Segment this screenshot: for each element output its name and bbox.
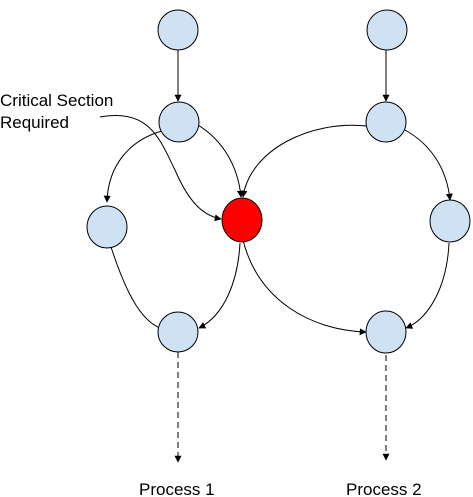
p1-node-left [86,205,128,249]
annotation-label-line1: Critical Section [0,91,113,110]
annotation-pointer [99,115,222,222]
edge-p1-left-to-bottom [110,246,161,329]
p1-node-mid [158,101,200,143]
process-2-label: Process 2 [346,480,422,497]
edge-p2-right-to-bottom [405,242,450,329]
p2-node-right [429,199,471,243]
edge-p2-mid-to-critical [240,124,368,198]
annotation-label-line2: Required [0,113,69,132]
edge-critical-to-p2-bottom [242,239,367,336]
edge-critical-to-p1-bottom [198,242,241,329]
edge-p1-mid-to-left [103,130,163,203]
p2-node-top [366,9,408,51]
p2-node-mid [365,101,407,143]
p1-node-bottom [157,311,199,353]
p1-node-top [157,9,199,51]
p2-node-bottom [365,310,407,354]
process-1-label: Process 1 [139,480,215,497]
edge-p2-mid-to-right [404,129,453,201]
critical-section-node [221,197,263,243]
edge-p1-mid-to-critical [197,124,244,198]
